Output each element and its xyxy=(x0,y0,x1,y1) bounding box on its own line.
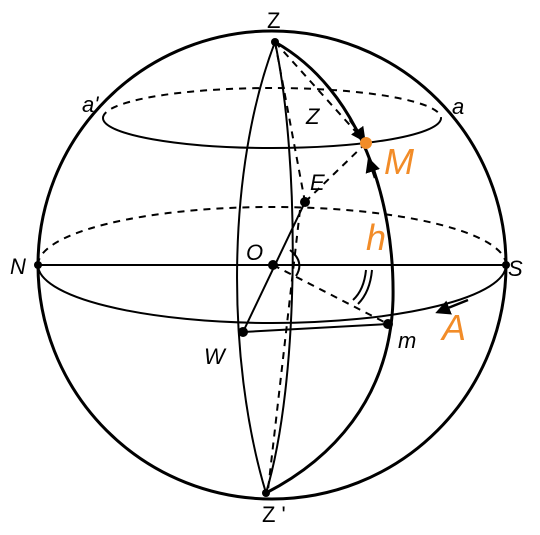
west-to-foot-line xyxy=(242,323,389,333)
label-a-right: a xyxy=(452,94,464,119)
origin-to-foot-line xyxy=(272,264,389,325)
east-to-star-line xyxy=(304,142,367,203)
label-east: E xyxy=(310,170,325,195)
label-star: M xyxy=(384,141,414,182)
vertical-circle-of-star xyxy=(265,40,395,495)
almucantar-back-arc xyxy=(102,87,442,119)
azimuth-tick-marks-1 xyxy=(352,269,367,301)
west-point xyxy=(238,327,248,337)
prime-vertical-right xyxy=(265,41,294,494)
star-point xyxy=(360,137,372,149)
zenith-distance-arrow xyxy=(348,119,366,143)
south-point xyxy=(502,261,510,269)
zenith-to-star-line xyxy=(274,41,367,144)
label-south: S xyxy=(508,256,523,281)
label-north: N xyxy=(10,254,26,279)
azimuth-arrow xyxy=(435,298,469,315)
label-altitude: h xyxy=(366,217,386,258)
zenith-to-east-line xyxy=(274,41,306,203)
nadir-point xyxy=(262,489,270,497)
azimuth-tick-marks-2 xyxy=(357,269,373,305)
altitude-arrow xyxy=(365,157,380,179)
label-a-left: a' xyxy=(82,92,99,117)
origin-point xyxy=(268,260,278,270)
east-to-nadir-line xyxy=(267,209,301,491)
label-origin: O xyxy=(246,240,263,265)
label-west: W xyxy=(204,344,227,369)
label-foot-point: m xyxy=(398,328,416,353)
north-point xyxy=(34,261,42,269)
label-azimuth: A xyxy=(440,307,466,348)
east-point xyxy=(300,197,310,207)
almucantar-front-arc xyxy=(102,117,442,149)
label-nadir: Z ' xyxy=(262,502,286,527)
horizon-back-arc xyxy=(37,206,507,266)
label-zenith-distance: Z xyxy=(305,104,321,129)
foot-point xyxy=(383,319,393,329)
label-zenith: Z xyxy=(267,8,280,33)
zenith-point xyxy=(271,38,279,46)
horizon-front-arc xyxy=(37,264,507,324)
azimuth-angle-arc xyxy=(289,249,301,277)
